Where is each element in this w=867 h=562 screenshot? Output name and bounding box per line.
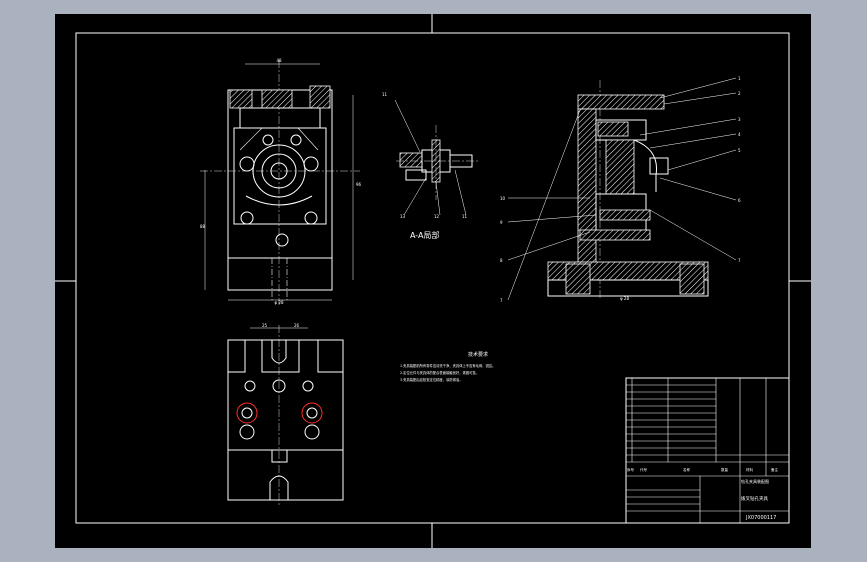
svg-text:96: 96 [356, 182, 362, 187]
notes-line-3: 3.夹具装配后应检查定位精度，涂防锈油。 [400, 377, 463, 382]
svg-text:9: 9 [500, 220, 503, 225]
svg-text:12: 12 [434, 214, 440, 219]
svg-text:2: 2 [738, 91, 741, 96]
svg-text:13: 13 [400, 214, 406, 219]
drawing-number: JX07000117 [745, 515, 776, 521]
col-label-material: 材料 [746, 467, 754, 472]
svg-text:11: 11 [462, 214, 468, 219]
side-section-view: 1 2 3 4 5 6 7 10 9 8 7 φ 28 [500, 76, 741, 303]
svg-text:6: 6 [738, 198, 741, 203]
col-label-note: 备注 [771, 467, 779, 472]
col-label-qty: 数量 [721, 467, 729, 472]
svg-text:10: 10 [500, 196, 506, 201]
svg-text:φ 28: φ 28 [620, 296, 629, 301]
border-center-marks [55, 14, 811, 548]
svg-text:3: 3 [738, 117, 741, 122]
top-view: 25 26 [227, 323, 344, 505]
section-label: A-A局部 [410, 230, 439, 240]
svg-text:11: 11 [382, 92, 388, 97]
technical-notes: 技术要求 1.夹具装配前所有零件应清洗干净，夹具体上不应有毛刺、锐边。 2.定位… [400, 351, 495, 382]
svg-text:25: 25 [262, 323, 268, 328]
svg-text:8: 8 [500, 258, 503, 263]
col-label-code: 代号 [640, 467, 648, 472]
front-view: 48 88 96 φ 28 [200, 58, 362, 305]
col-label-name: 名称 [683, 467, 691, 472]
svg-text:48: 48 [276, 58, 282, 63]
part-name-bottom: 拨叉钻孔夹具 [741, 495, 768, 502]
svg-text:26: 26 [294, 323, 300, 328]
svg-text:φ 28: φ 28 [275, 300, 284, 305]
notes-title: 技术要求 [468, 351, 488, 358]
notes-line-1: 1.夹具装配前所有零件应清洗干净，夹具体上不应有毛刺、锐边。 [400, 363, 495, 368]
svg-text:88: 88 [200, 224, 206, 229]
svg-text:7: 7 [500, 298, 503, 303]
svg-text:1: 1 [738, 76, 741, 81]
section-a-a: 11 13 12 11 A-A局部 [382, 92, 478, 240]
svg-text:7: 7 [738, 258, 741, 263]
title-block: 序号 代号 名称 数量 材料 备注 钻孔夹具装配图 拨叉钻孔夹具 JX07000… [625, 377, 790, 524]
col-label-no: 序号 [627, 467, 635, 472]
svg-text:4: 4 [738, 132, 741, 137]
notes-line-2: 2.定位元件与夹具体的配合表面接触良好，紧固可靠。 [400, 370, 479, 375]
svg-text:5: 5 [738, 148, 741, 153]
part-name-top: 钻孔夹具装配图 [741, 478, 769, 484]
